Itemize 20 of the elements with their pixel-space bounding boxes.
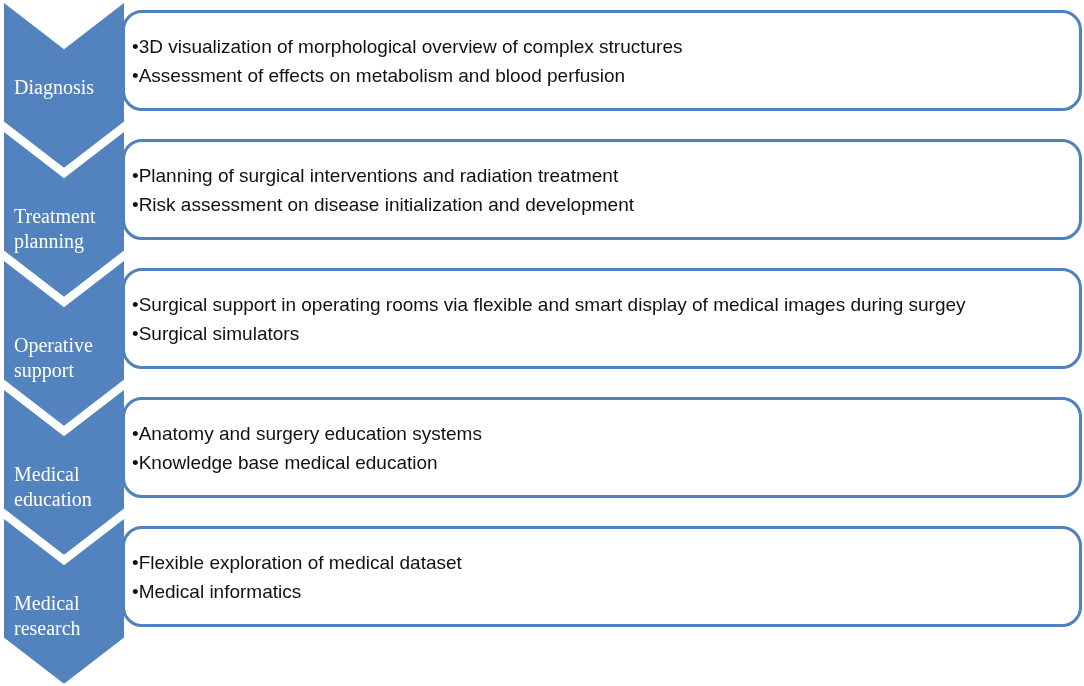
- bullet-item: •Surgical support in operating rooms via flexible and smart display of medical images during surgey: [132, 292, 967, 317]
- bullet-item: •Knowledge base medical education: [132, 450, 439, 475]
- bullet-item: •Anatomy and surgery education systems: [132, 421, 483, 446]
- bullet-item: •Flexible exploration of medical dataset: [132, 550, 463, 575]
- content-box: [122, 526, 1082, 627]
- stage-label: Medical education: [14, 462, 93, 512]
- bullet-item: •Planning of surgical interventions and radiation treatment: [132, 163, 620, 188]
- stage-label: Treatment planning: [14, 204, 97, 254]
- stage-label: Operative support: [14, 333, 94, 383]
- content-box: [122, 397, 1082, 498]
- bullet-item: •Assessment of effects on metabolism and blood perfusion: [132, 63, 627, 88]
- bullet-item: •3D visualization of morphological overview of complex structures: [132, 34, 684, 59]
- stage-label: Diagnosis: [14, 75, 95, 100]
- content-box: [122, 268, 1082, 369]
- stage-label: Medical research: [14, 591, 82, 641]
- bullet-item: •Surgical simulators: [132, 321, 301, 346]
- bullet-item: •Medical informatics: [132, 579, 303, 604]
- content-box: [122, 10, 1082, 111]
- content-box: [122, 139, 1082, 240]
- bullet-item: •Risk assessment on disease initialization and development: [132, 192, 635, 217]
